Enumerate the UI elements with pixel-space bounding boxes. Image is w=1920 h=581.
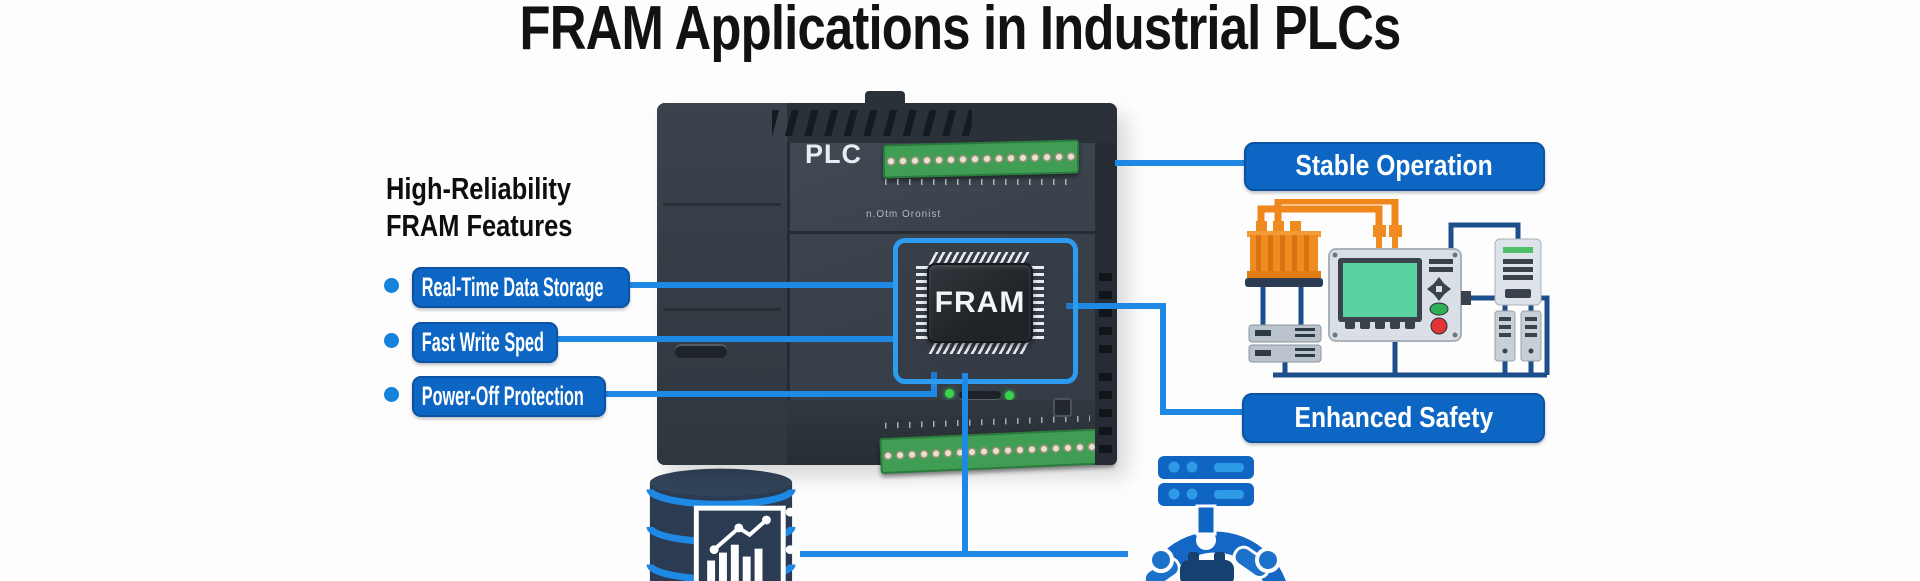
chip-body: FRAM xyxy=(927,263,1033,343)
emergency-button-icon xyxy=(1430,317,1448,335)
database-analytics-icon xyxy=(646,468,796,581)
plc-model-text: n.Otm Oronist xyxy=(866,209,942,220)
line-chart-icon xyxy=(712,518,768,552)
benefit-badge-enhanced-safety: Enhanced Safety xyxy=(1242,393,1545,443)
cable-connectors xyxy=(1373,225,1402,249)
server-rack-icon xyxy=(1248,324,1322,363)
feature-badge-realtime-data-storage: Real-Time Data Storage xyxy=(412,267,630,308)
hmi-panel-icon xyxy=(1328,248,1471,342)
connector-line-feature2 xyxy=(548,336,896,342)
benefit-badge-label: Stable Operation xyxy=(1295,150,1494,182)
industrial-equipment-illustration xyxy=(1245,199,1550,378)
feature-badge-label: Power-Off Protection xyxy=(421,381,584,411)
plc-top-knob xyxy=(865,91,905,105)
plc-reset-button xyxy=(1053,398,1072,417)
bullet-dot-icon xyxy=(384,387,399,402)
person-icon xyxy=(1232,545,1281,579)
connector-line-feature3-riser xyxy=(931,372,937,397)
feature-badge-fast-write-speed: Fast Write Sped xyxy=(412,322,558,363)
features-heading: High-Reliability FRAM Features xyxy=(386,170,572,244)
server-stack-icon xyxy=(1158,456,1254,506)
status-led-icon xyxy=(945,389,954,398)
connector-line-enhanced-safety-h2 xyxy=(1160,409,1246,415)
plc-led-slot xyxy=(959,391,1001,399)
plc-side-vents-icon xyxy=(1099,273,1112,353)
feature-badge-label: Real-Time Data Storage xyxy=(421,272,604,302)
dpad-icon xyxy=(1427,277,1451,301)
plc-terminal-strip-top xyxy=(883,139,1079,179)
page-title: FRAM Applications in Industrial PLCs xyxy=(519,0,1402,63)
features-heading-line1: High-Reliability xyxy=(386,171,572,206)
chip-pins xyxy=(1031,266,1044,340)
bullet-dot-icon xyxy=(384,333,399,348)
relay-modules-icon xyxy=(1494,310,1542,362)
plc-vent-slots-icon xyxy=(772,110,972,136)
plc-label: PLC xyxy=(805,139,862,169)
plc-groove xyxy=(663,308,781,311)
status-led-icon xyxy=(1005,391,1014,400)
connector-line-bottom-drop xyxy=(962,373,968,556)
teamwork-center-machine xyxy=(1180,552,1234,581)
features-heading-line2: FRAM Features xyxy=(386,208,573,243)
plc-panel-seam xyxy=(787,231,1117,234)
bullet-dot-icon xyxy=(384,278,399,293)
connector-line-stable-operation xyxy=(1115,160,1247,166)
plc-side-vents-icon xyxy=(1099,373,1112,453)
plc-groove xyxy=(663,203,781,206)
connector-line-enhanced-safety-h1 xyxy=(1066,303,1166,309)
benefit-badge-label: Enhanced Safety xyxy=(1294,401,1493,434)
feature-badge-power-off-protection: Power-Off Protection xyxy=(412,376,606,417)
teamwork-network-icon xyxy=(1142,456,1286,581)
fram-chip-icon: FRAM xyxy=(916,252,1044,354)
connector-line-enhanced-safety-v xyxy=(1160,303,1166,415)
fram-chip-label: FRAM xyxy=(934,286,1026,319)
person-icon xyxy=(1142,547,1181,581)
feature-badge-label: Fast Write Sped xyxy=(421,327,544,357)
plc-card-slot xyxy=(675,346,727,358)
plc-terminal-numbers-top xyxy=(885,179,1075,185)
chip-pins xyxy=(916,266,929,340)
transformer-icon xyxy=(1245,221,1323,287)
bar-chart-icon xyxy=(707,544,763,581)
controller-panel-icon xyxy=(1494,238,1542,306)
connector-line-feature3 xyxy=(596,391,937,397)
benefit-badge-stable-operation: Stable Operation xyxy=(1244,142,1545,191)
server-link-stub xyxy=(1195,504,1217,536)
connector-line-feature1 xyxy=(618,282,896,288)
